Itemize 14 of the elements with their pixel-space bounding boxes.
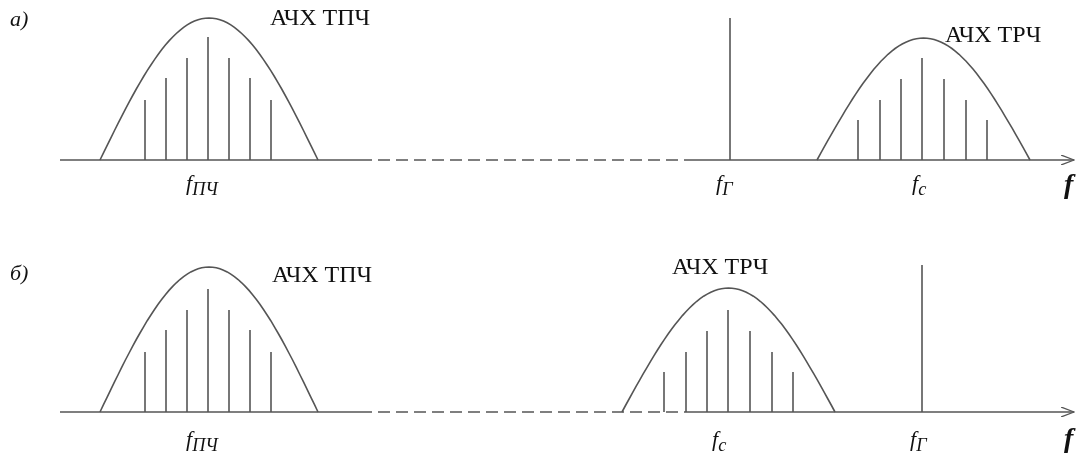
- axis-label: f: [1064, 424, 1074, 452]
- frequency-label: f$_{с}$: [712, 428, 727, 455]
- curve-label: АЧХ ТРЧ: [945, 22, 1042, 46]
- panel-label: б): [10, 262, 29, 284]
- panel-label: а): [10, 8, 29, 30]
- frequency-label: f$_{ПЧ}$: [186, 428, 218, 455]
- curve-label: АЧХ ТПЧ: [272, 262, 373, 286]
- frequency-label: f$_{Г}$: [716, 172, 733, 199]
- frequency-label: f$_{с}$: [912, 172, 927, 199]
- frequency-label: f$_{Г}$: [910, 428, 927, 455]
- axis-label: f: [1064, 170, 1074, 198]
- curve-label: АЧХ ТРЧ: [672, 254, 769, 278]
- curve-label: АЧХ ТПЧ: [270, 5, 371, 29]
- frequency-label: f$_{ПЧ}$: [186, 172, 218, 199]
